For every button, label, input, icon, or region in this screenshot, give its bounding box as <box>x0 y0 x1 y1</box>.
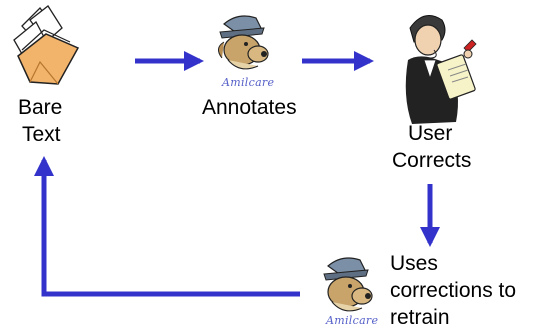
user-corrects-label-line2: Corrects <box>392 149 472 172</box>
amilcare-mascot-icon <box>323 257 373 312</box>
amilcare-logo-text: Amilcare <box>222 76 275 89</box>
document-folder-icon <box>13 5 80 85</box>
user-corrects-label-line1: User <box>408 122 453 145</box>
retrain-label-line3: retrain <box>390 306 450 329</box>
retrain-label-line2: corrections to <box>390 279 517 302</box>
amilcare-logo-text: Amilcare <box>326 314 379 327</box>
bare-text-label-line1: Bare <box>18 96 63 119</box>
amilcare-mascot-icon <box>218 15 269 70</box>
user-clipboard-icon <box>405 15 477 124</box>
bare-text-label-line2: Text <box>22 123 61 146</box>
annotates-label: Annotates <box>202 96 297 119</box>
retrain-label-line1: Uses <box>390 252 438 275</box>
arrow-retrain-back-to-bare <box>34 156 300 297</box>
